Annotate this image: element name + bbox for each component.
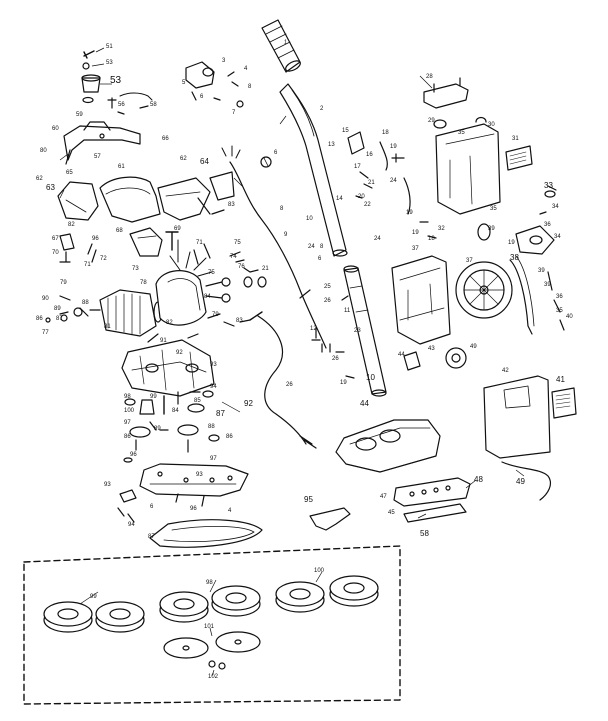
polishing-pads (163, 631, 261, 670)
upper-handle-tube (279, 83, 348, 257)
nozzle-95 (309, 507, 351, 531)
power-cord (221, 145, 327, 349)
small-knob-29 (433, 119, 447, 129)
brackets-and-pins (59, 227, 211, 265)
small-clips (117, 489, 137, 523)
cord-set-92 (249, 311, 317, 449)
switch-and-clip (347, 131, 437, 239)
pulley-42 (445, 347, 467, 369)
bag-adapter (391, 255, 451, 345)
instruction-plate-41 (551, 387, 577, 419)
lower-handle-tube (343, 265, 387, 397)
carbon-brushes (207, 251, 267, 327)
label-plate-31 (505, 145, 533, 171)
cover-assembly (57, 156, 272, 223)
cord-hook-parts (299, 289, 355, 379)
bag-cover-42 (483, 375, 551, 459)
wheel-bracket-66 (63, 121, 141, 165)
bumper-ring (149, 519, 263, 548)
scrub-brushes (43, 575, 379, 633)
dust-bag-housing (435, 116, 501, 215)
switch-bracket (185, 61, 244, 108)
field-coil (155, 251, 231, 326)
gear-housing (121, 333, 215, 397)
wheel-carrier (477, 185, 565, 331)
switch-43 (403, 351, 421, 371)
top-left-hardware (81, 50, 153, 115)
drive-belt-38 (509, 255, 535, 335)
accessory-box (23, 545, 401, 705)
motor-armature (45, 289, 163, 337)
cord-49 (501, 461, 552, 501)
gear-parts (123, 390, 220, 463)
base-plate (139, 463, 249, 507)
fan-housing (455, 261, 513, 319)
brush-head-44 (335, 419, 441, 473)
handle-grip (261, 19, 301, 73)
handle-28 (423, 77, 469, 109)
bumper-48-58 (393, 477, 471, 523)
